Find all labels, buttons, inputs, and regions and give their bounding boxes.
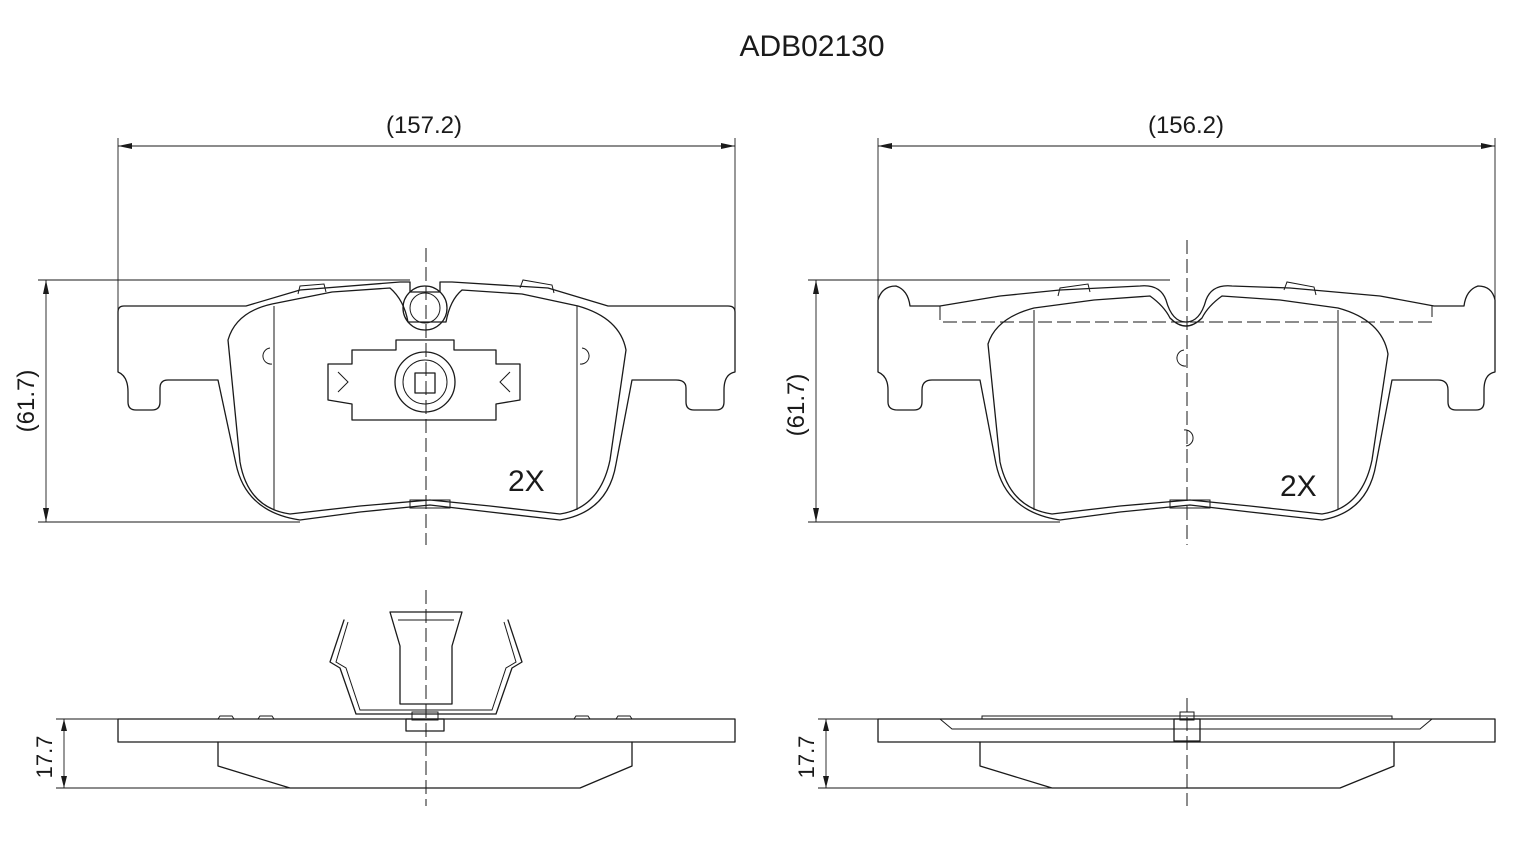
left-thickness-label: 17.7 — [32, 736, 57, 779]
left-quantity-label: 2X — [508, 465, 545, 498]
left-backing-plate — [117, 281, 736, 521]
left-pad-front-view: (157.2) (61.7) — [13, 112, 736, 545]
right-quantity-label: 2X — [1280, 470, 1317, 503]
left-sensor-ring — [402, 285, 448, 331]
right-backing-plate — [877, 285, 1496, 521]
right-pad-side-view: 17.7 — [794, 698, 1496, 806]
left-side-sensor — [389, 611, 463, 705]
right-width-label: (156.2) — [1148, 112, 1224, 139]
right-friction-material — [987, 295, 1389, 515]
left-height-dimension: (61.7) — [13, 279, 410, 523]
left-height-label: (61.7) — [13, 370, 40, 433]
left-friction-material — [227, 287, 627, 515]
left-width-label: (157.2) — [386, 112, 462, 139]
right-side-friction — [979, 741, 1395, 789]
left-side-friction — [217, 741, 633, 789]
left-width-dimension: (157.2) — [117, 112, 736, 312]
left-spring-clip — [327, 339, 521, 421]
right-pad-front-view: (156.2) (61.7) 2X — [783, 112, 1496, 545]
part-number-title: ADB02130 — [739, 30, 884, 63]
right-height-label: (61.7) — [783, 374, 810, 437]
right-width-dimension: (156.2) — [877, 112, 1496, 312]
left-pad-side-view: 17.7 — [32, 590, 736, 806]
right-thickness-label: 17.7 — [794, 736, 819, 779]
right-height-dimension: (61.7) — [783, 279, 1170, 523]
left-center-sensor — [394, 351, 456, 413]
